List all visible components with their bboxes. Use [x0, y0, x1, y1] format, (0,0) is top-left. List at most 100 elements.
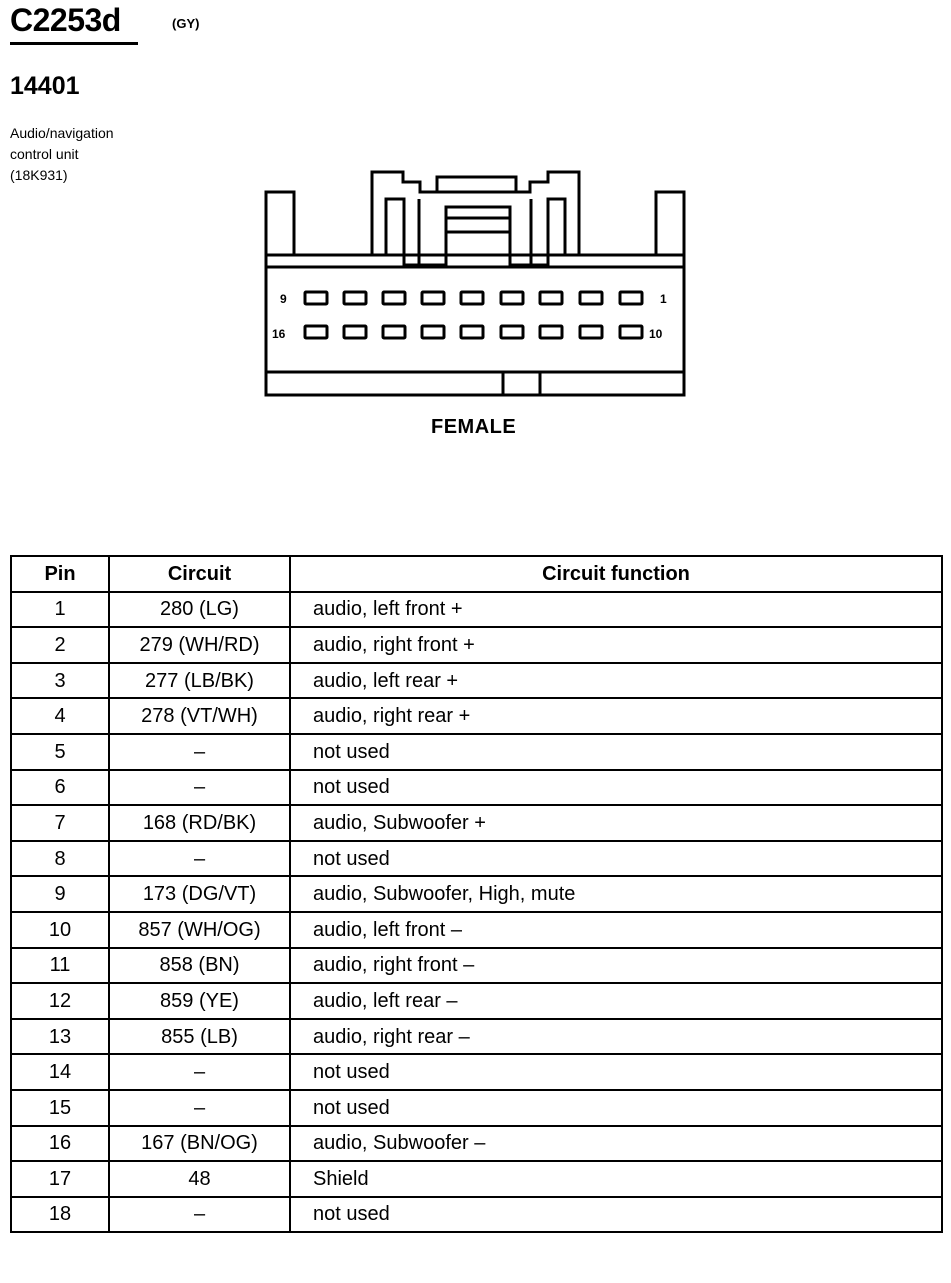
pin-cavity [459, 290, 485, 306]
function-cell: Shield [289, 1160, 943, 1198]
function-cell: audio, right rear – [289, 1017, 943, 1056]
pin-label-16: 16 [272, 327, 286, 341]
circuit-cell: 278 (VT/WH) [108, 697, 291, 735]
circuit-cell: 857 (WH/OG) [108, 910, 291, 949]
pin-cavity [381, 324, 407, 340]
left-latch-tab [264, 190, 296, 257]
function-cell: not used [289, 839, 943, 878]
center-lock-window [435, 175, 518, 194]
connector-face-diagram: 9 1 16 10 [264, 170, 686, 397]
pin-cell: 9 [10, 875, 110, 913]
circuit-cell: 279 (WH/RD) [108, 626, 291, 664]
circuit-cell: 280 (LG) [108, 590, 291, 629]
circuit-cell: 173 (DG/VT) [108, 875, 291, 913]
function-cell: not used [289, 1053, 943, 1091]
function-cell: audio, left rear + [289, 661, 943, 700]
pin-cell: 6 [10, 768, 110, 807]
pin-cavity [578, 324, 604, 340]
circuit-cell: – [108, 1088, 291, 1127]
circuit-cell: 277 (LB/BK) [108, 661, 291, 700]
function-cell: audio, right rear + [289, 697, 943, 735]
circuit-cell: – [108, 732, 291, 771]
right-latch-tab [654, 190, 686, 257]
function-cell: audio, Subwoofer – [289, 1124, 943, 1163]
pin-label-1: 1 [660, 292, 667, 306]
pin-cavity [420, 290, 446, 306]
header-pin: Pin [10, 555, 110, 593]
table-row: 15–not used [10, 1088, 943, 1127]
table-row: 18–not used [10, 1195, 943, 1234]
function-cell: audio, left front – [289, 910, 943, 949]
pin-cavity [499, 324, 525, 340]
polarizing-key [501, 372, 542, 395]
table-row: 6–not used [10, 768, 943, 807]
function-cell: audio, left rear – [289, 982, 943, 1020]
pin-cell: 11 [10, 946, 110, 985]
pin-cavity [381, 290, 407, 306]
function-cell: not used [289, 732, 943, 771]
pin-cell: 14 [10, 1053, 110, 1091]
circuit-cell: 858 (BN) [108, 946, 291, 985]
pin-cell: 7 [10, 804, 110, 842]
pin-cell: 17 [10, 1160, 110, 1198]
pin-cell: 18 [10, 1195, 110, 1234]
description-line-3: (18K931) [10, 167, 68, 183]
pin-cavity [618, 324, 644, 340]
pin-cavity [342, 290, 368, 306]
table-row: 14–not used [10, 1053, 943, 1091]
pin-cell: 3 [10, 661, 110, 700]
pin-cavity [538, 324, 564, 340]
pin-cell: 2 [10, 626, 110, 664]
circuit-cell: – [108, 1195, 291, 1234]
pin-cavity-row-top [303, 290, 644, 306]
pin-cavity [578, 290, 604, 306]
pin-cavity [303, 324, 329, 340]
description-line-1: Audio/navigation [10, 125, 114, 141]
function-cell: audio, Subwoofer + [289, 804, 943, 842]
pin-cavity [459, 324, 485, 340]
connector-gender-label: FEMALE [431, 416, 517, 438]
function-cell: audio, Subwoofer, High, mute [289, 875, 943, 913]
circuit-cell: – [108, 1053, 291, 1091]
pin-cavity [499, 290, 525, 306]
description-line-2: control unit [10, 146, 79, 162]
pin-cell: 10 [10, 910, 110, 949]
pin-cavity [618, 290, 644, 306]
pin-cell: 12 [10, 982, 110, 1020]
connector-body [264, 253, 686, 397]
connector-id-underline [10, 42, 138, 45]
pin-cell: 8 [10, 839, 110, 878]
component-description: Audio/navigation control unit (18K931) [10, 123, 114, 186]
pin-cavity [420, 324, 446, 340]
pin-cavity [538, 290, 564, 306]
function-cell: not used [289, 1088, 943, 1127]
circuit-cell: 168 (RD/BK) [108, 804, 291, 842]
function-cell: not used [289, 1195, 943, 1234]
table-row: 8–not used [10, 839, 943, 878]
table-row: 5–not used [10, 732, 943, 771]
connector-color: (GY) [172, 16, 200, 31]
pin-cell: 1 [10, 590, 110, 629]
circuit-cell: – [108, 839, 291, 878]
header-circuit: Circuit [108, 555, 291, 593]
connector-id: C2253d [10, 2, 121, 38]
circuit-cell: – [108, 768, 291, 807]
center-lock-inner [384, 197, 567, 267]
function-cell: not used [289, 768, 943, 807]
circuit-cell: 855 (LB) [108, 1017, 291, 1056]
pin-cavity [303, 290, 329, 306]
pin-label-10: 10 [649, 327, 663, 341]
pin-cell: 16 [10, 1124, 110, 1163]
function-cell: audio, left front + [289, 590, 943, 629]
